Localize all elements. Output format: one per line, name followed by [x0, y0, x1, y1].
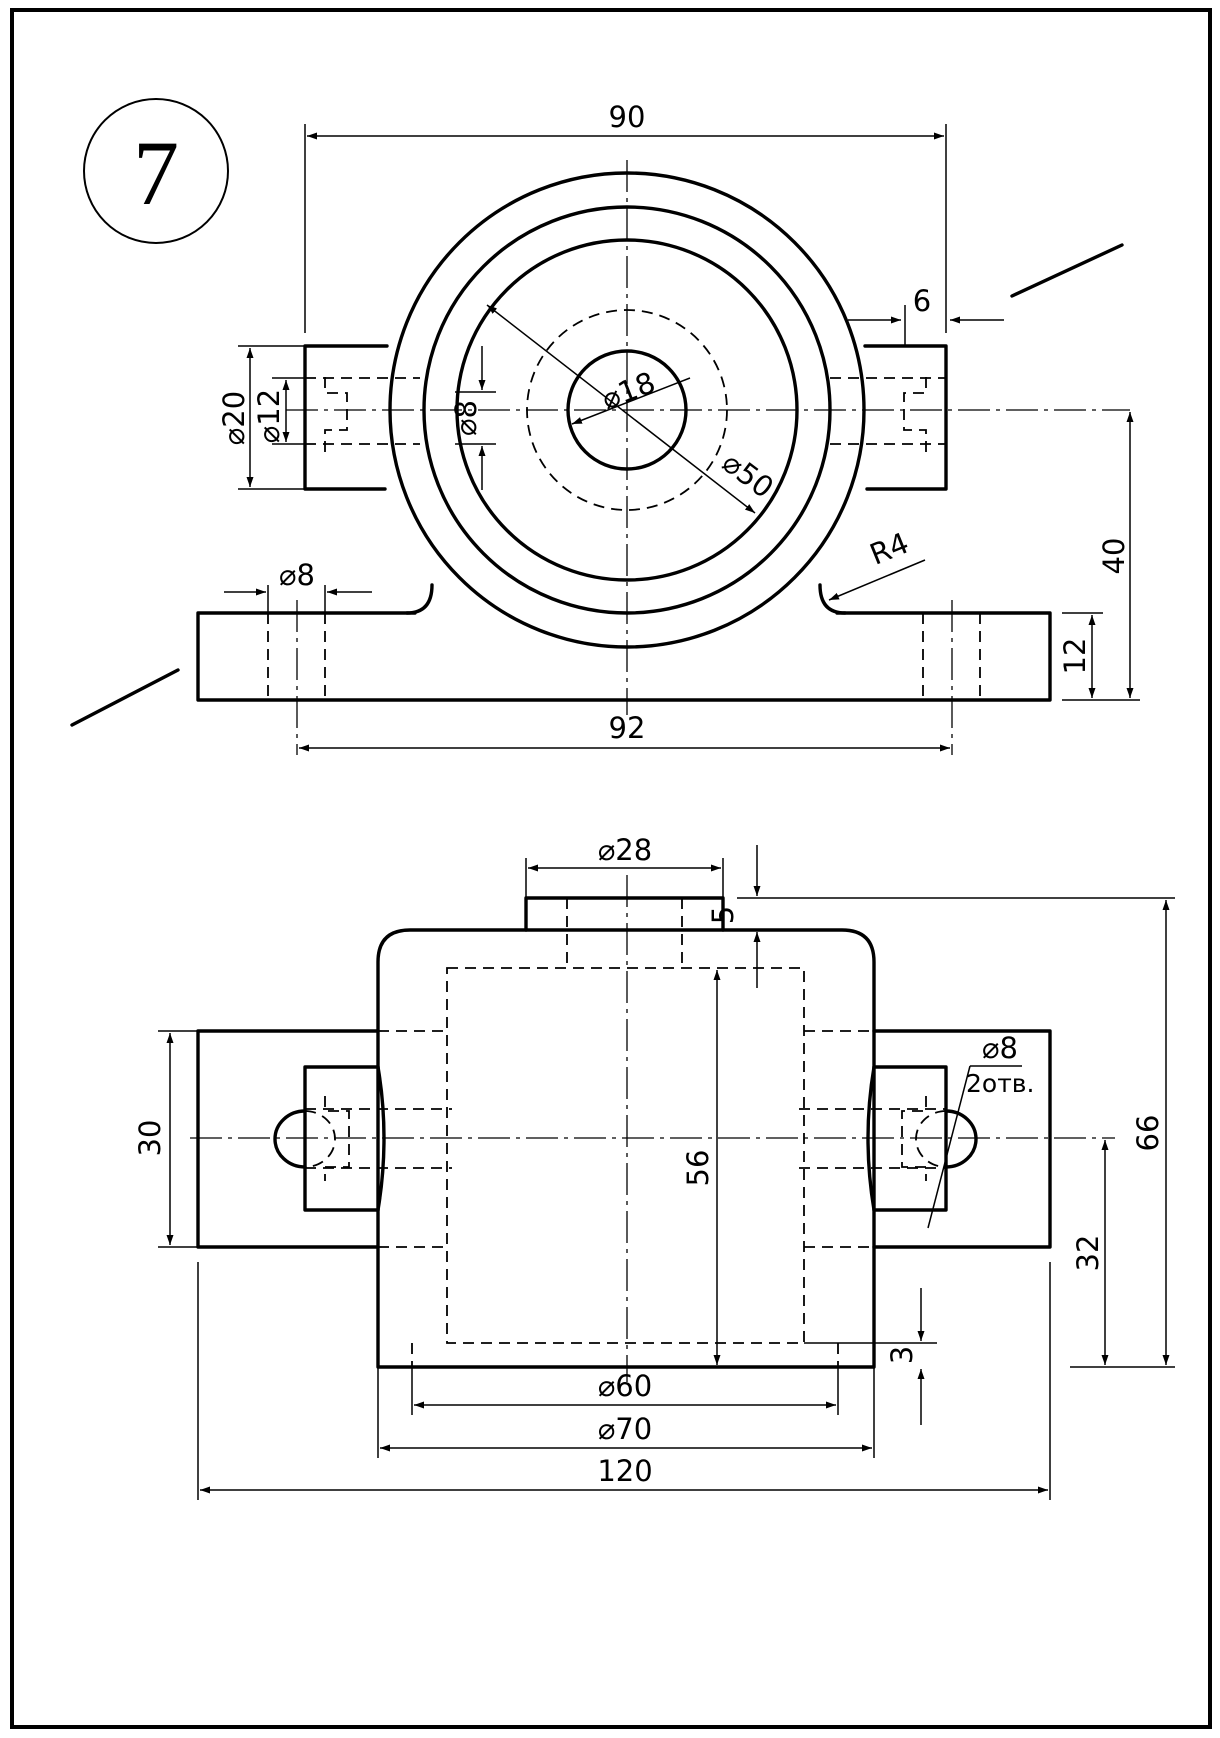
- hidden-left-counterbore: [324, 377, 348, 456]
- dim-30-label: 30: [133, 1120, 167, 1157]
- base-outline: [196, 611, 1052, 702]
- dim-56-label: 56: [681, 1150, 715, 1187]
- dim-6-label: 6: [913, 284, 931, 318]
- dim-50-label: ⌀50: [716, 445, 780, 505]
- hole-note-leader: [927, 1065, 971, 1229]
- hidden-right-slot: [915, 1110, 947, 1168]
- dim-12-base-label: 12: [1058, 638, 1092, 675]
- sheet-number-circle: [83, 98, 229, 244]
- right-boss-outline: [863, 344, 948, 491]
- section-mark-right: [1010, 243, 1124, 298]
- front-view-dimensions: 90 6 ⌀20 ⌀12 ⌀8 ⌀18 ⌀50 R4: [217, 100, 1140, 752]
- dim-r4-leader: [828, 559, 926, 601]
- dim-40-label: 40: [1097, 538, 1131, 575]
- top-view-dimensions: ⌀28 5 56 66 30 32 3 ⌀60: [133, 833, 1175, 1500]
- dim-50-line: [486, 304, 756, 514]
- front-view: 90 6 ⌀20 ⌀12 ⌀8 ⌀18 ⌀50 R4: [70, 100, 1140, 755]
- front-view-hidden-lines: [267, 309, 981, 700]
- hidden-left-slot: [304, 1110, 336, 1168]
- dim-60-label: ⌀60: [598, 1369, 652, 1403]
- left-fillet: [405, 583, 434, 615]
- dim-r4-label: R4: [865, 526, 914, 572]
- dim-66-label: 66: [1131, 1115, 1165, 1152]
- dim-32-label: 32: [1071, 1235, 1105, 1272]
- right-boss-outline-top: [872, 1065, 948, 1212]
- top-view-outline: [196, 896, 1052, 1369]
- right-base-outline: [872, 1029, 1052, 1249]
- left-boss-outline: [303, 344, 389, 491]
- dim-70-label: ⌀70: [598, 1412, 652, 1446]
- front-view-center-lines: [286, 160, 1130, 755]
- sheet-border: [10, 8, 1212, 1729]
- hole-note-size: ⌀8: [982, 1031, 1018, 1065]
- dim-90-label: 90: [609, 100, 646, 134]
- top-view-center-lines: [190, 875, 1115, 1382]
- dim-28-label: ⌀28: [598, 833, 652, 867]
- sheet-number: 7: [133, 122, 179, 224]
- left-base-outline: [196, 1029, 380, 1249]
- section-mark-left: [70, 668, 180, 727]
- sheet-number-badge: 7: [83, 98, 229, 244]
- right-fillet: [818, 583, 847, 615]
- dim-8-base-label: ⌀8: [279, 558, 315, 592]
- housing-outline: [376, 928, 876, 1369]
- dim-8-boss-label: ⌀8: [449, 400, 483, 436]
- hidden-right-counterbore: [903, 377, 927, 456]
- dim-20-label: ⌀20: [217, 391, 251, 445]
- top-boss-outline: [524, 896, 725, 932]
- dim-92-label: 92: [609, 711, 646, 745]
- dim-18-label: ⌀18: [597, 365, 660, 416]
- dim-120-label: 120: [597, 1454, 652, 1488]
- dim-3-label: 3: [885, 1346, 919, 1364]
- top-view-hidden-lines: [304, 898, 947, 1367]
- left-slot: [273, 1109, 307, 1169]
- dim-5-label: 5: [706, 906, 740, 924]
- hidden-bore-outline: [446, 967, 805, 1344]
- top-view: ⌀28 5 56 66 30 32 3 ⌀60: [133, 833, 1175, 1500]
- hole-note-count: 2отв.: [966, 1069, 1034, 1098]
- dim-12-label: ⌀12: [252, 389, 286, 443]
